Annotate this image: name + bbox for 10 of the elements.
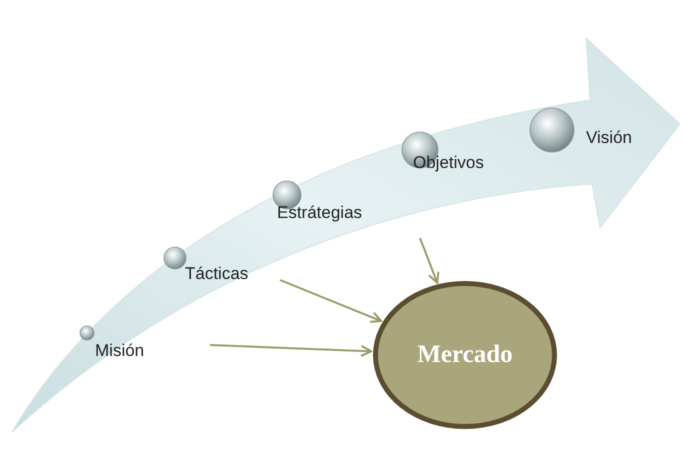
stage-label: Tácticas	[185, 265, 248, 282]
stage-label: Misión	[95, 342, 144, 359]
arrow	[210, 344, 372, 357]
node-label: Mercado	[417, 341, 513, 369]
stage-label: Estrátegias	[277, 204, 362, 221]
arrow	[280, 279, 382, 323]
ellipse-node	[373, 281, 557, 429]
stage-label: Objetivos	[413, 154, 484, 171]
arrow	[419, 238, 440, 284]
stage-label: Visión	[586, 129, 632, 146]
